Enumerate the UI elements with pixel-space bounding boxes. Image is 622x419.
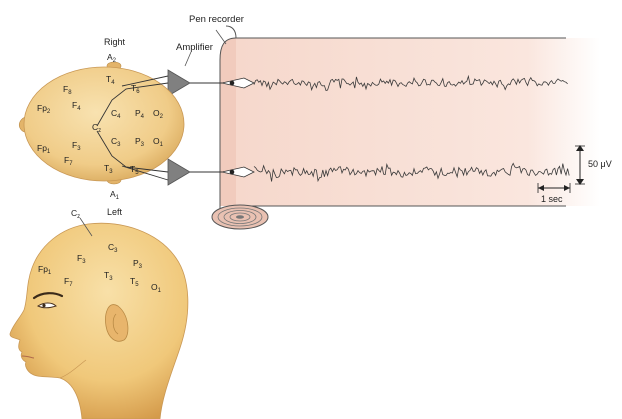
side-head-outline (10, 223, 188, 419)
paper-fold-curve (226, 26, 236, 38)
side-eye-pupil (42, 304, 45, 307)
right-label: Right (104, 37, 126, 47)
voltage-scale-label: 50 μV (588, 159, 612, 169)
pen-recorder: 50 μV 1 sec (212, 26, 612, 229)
side-electrode-Cz: Cz (71, 208, 80, 220)
amplifier-label: Amplifier (176, 42, 213, 53)
pen-recorder-leader (216, 30, 226, 44)
recorder-paper-curl-top (220, 38, 236, 206)
time-scale-label: 1 sec (541, 194, 563, 204)
recorder-paper (236, 38, 600, 206)
side-view-head (10, 223, 188, 419)
paper-roll (212, 205, 268, 229)
amplifier-2 (168, 159, 190, 185)
left-label: Left (107, 207, 123, 217)
top-view-head (19, 62, 184, 184)
amplifier-leader (185, 52, 191, 66)
electrode-A1: A1 (110, 189, 120, 201)
amplifier-1 (168, 70, 190, 96)
pen-recorder-label: Pen recorder (189, 14, 244, 25)
electrode-A2: A2 (107, 52, 117, 64)
